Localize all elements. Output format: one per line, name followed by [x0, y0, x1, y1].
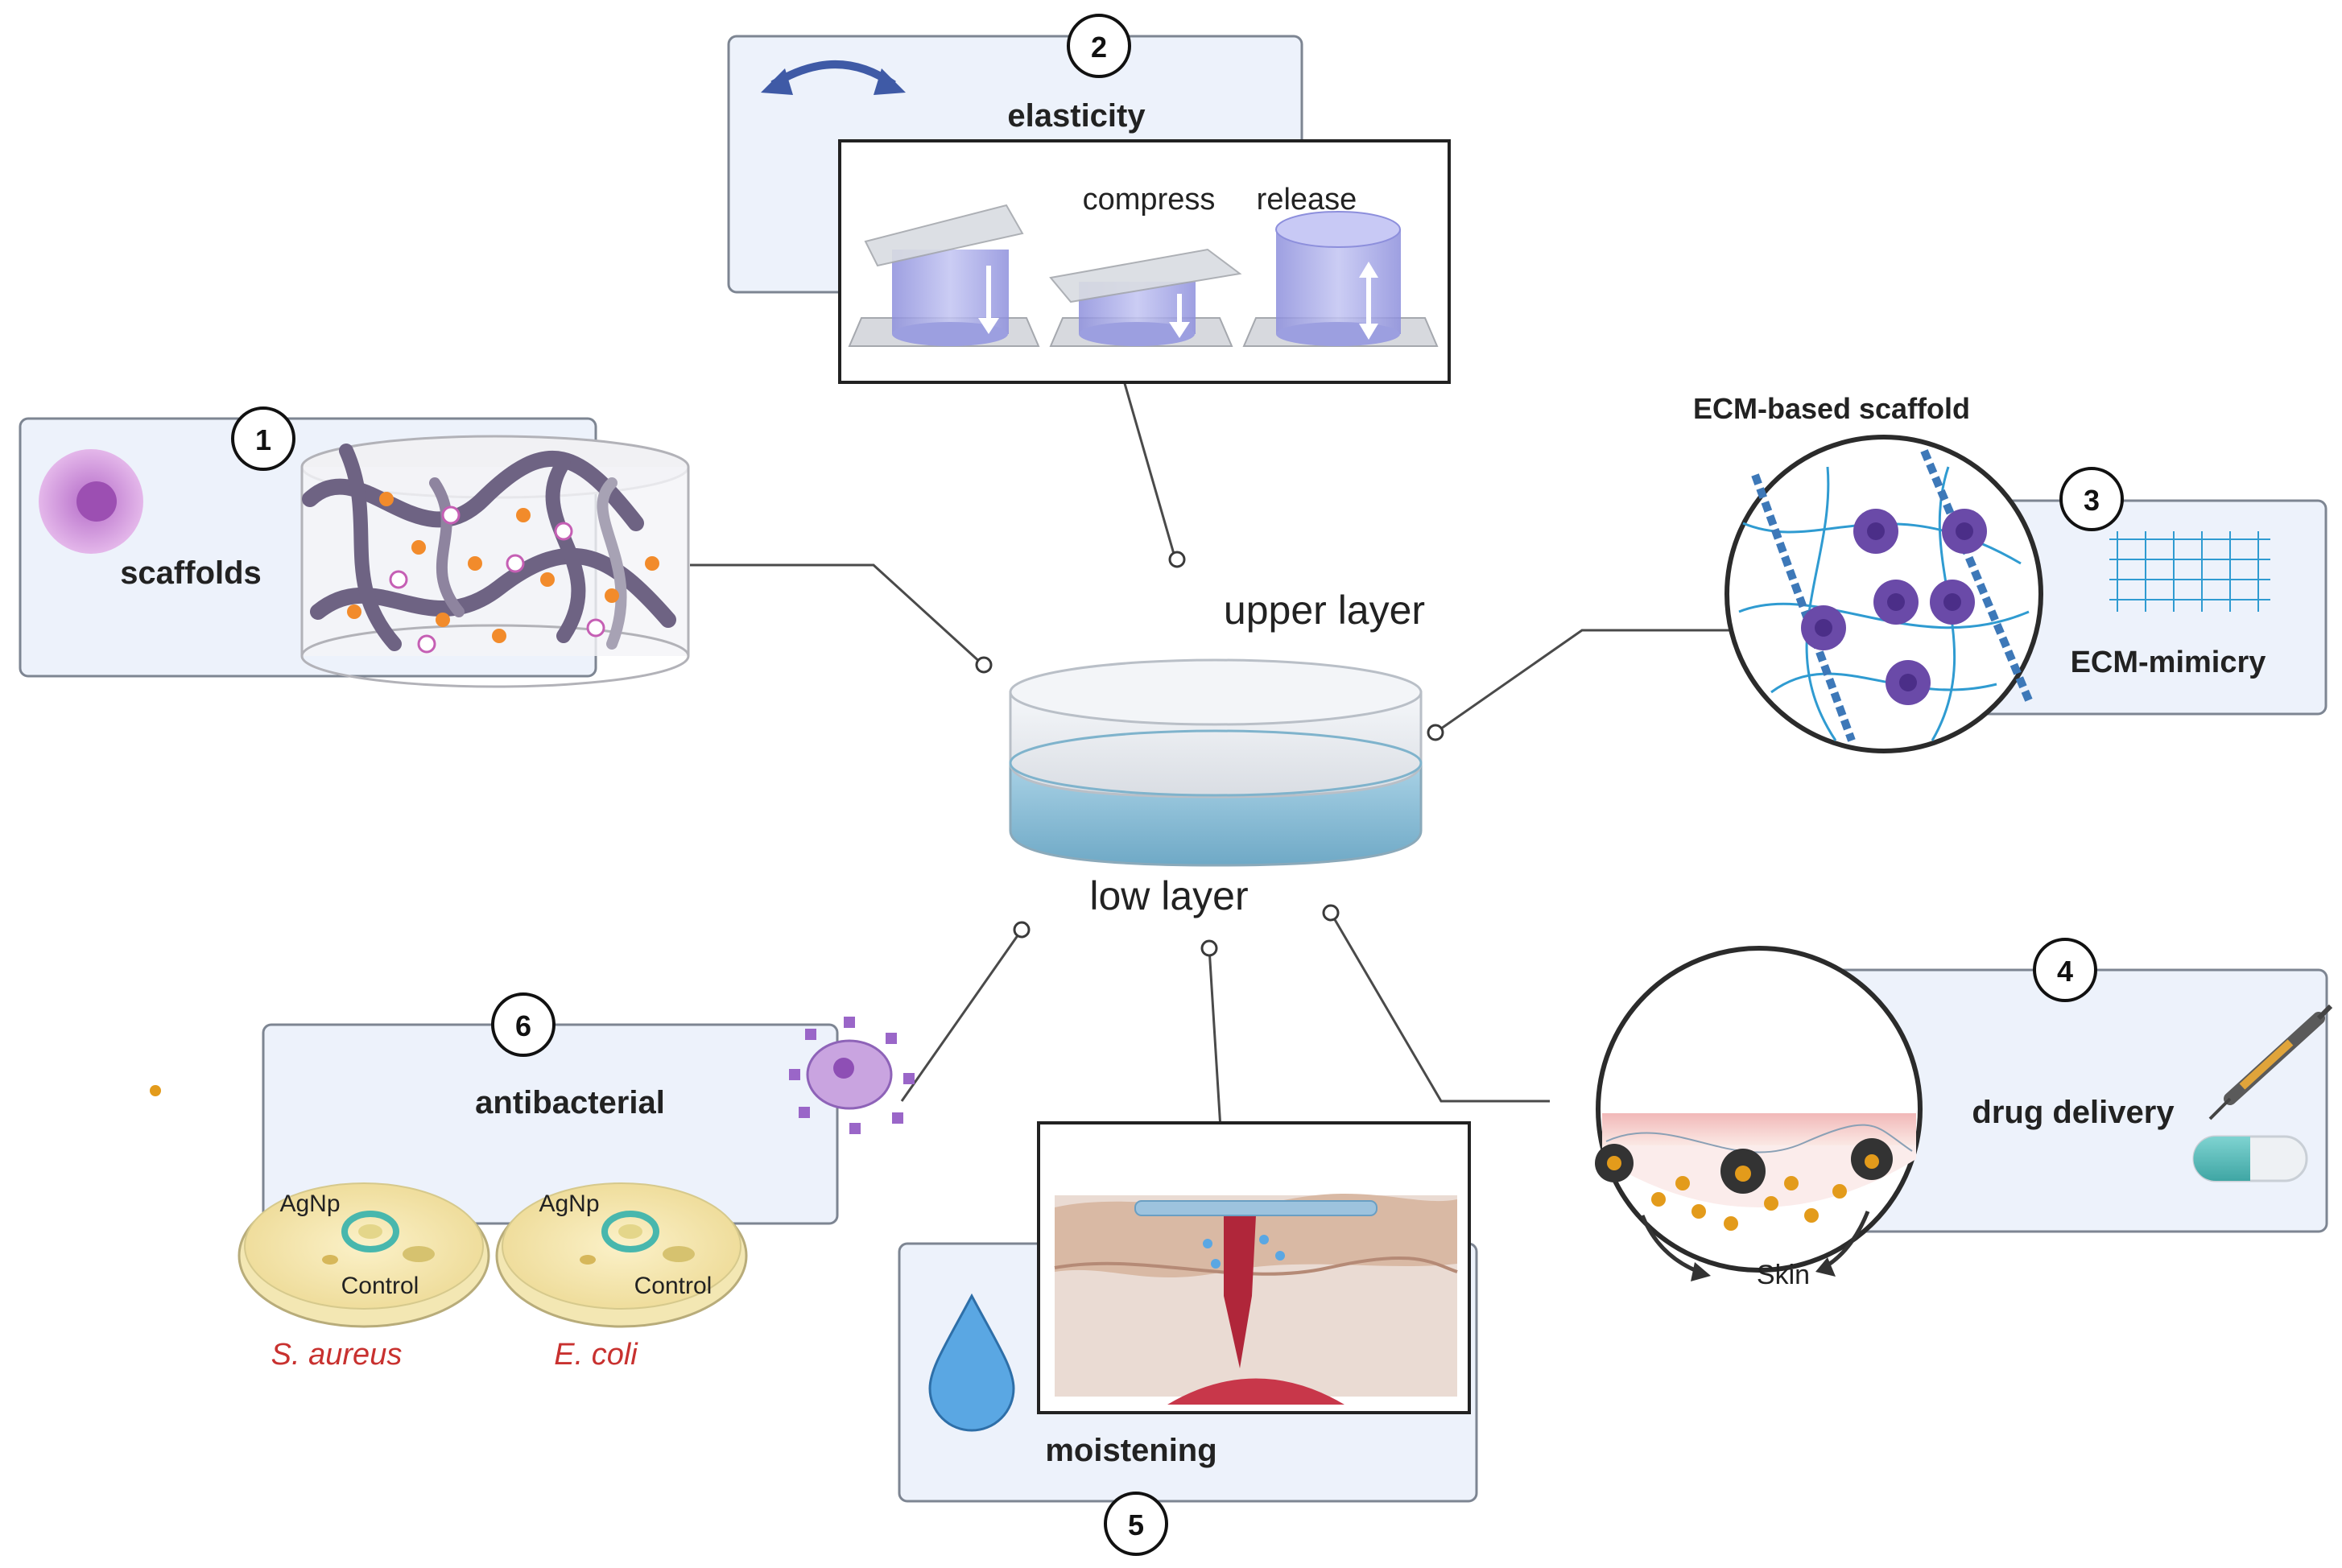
number-badge-4 [2033, 938, 2097, 1002]
connector-dot-drug [1322, 904, 1340, 922]
number-badge-6 [491, 992, 556, 1057]
control-label-1: Control [341, 1273, 419, 1299]
upper-layer-label: upper layer [1224, 588, 1425, 633]
mesh-icon [2109, 531, 2270, 612]
cell-nucleus-icon [76, 481, 117, 522]
water-drop-icon [928, 1293, 1015, 1432]
connector-dot-elasticity [1168, 551, 1186, 568]
number-2: 2 [1091, 31, 1107, 64]
hydrogel-interface [1009, 729, 1423, 797]
skin-label: Skin [1757, 1260, 1810, 1290]
arrow-head-right [874, 68, 906, 95]
agnp-label-2: AgNp [539, 1190, 599, 1217]
petri-dish-ecoli [495, 1182, 748, 1328]
cylinder-pressed-icon [848, 204, 1040, 347]
agnp-label-1: AgNp [279, 1190, 340, 1217]
connector-antibacterial [900, 931, 1022, 1102]
connector-ecm [1435, 629, 1731, 734]
stray-dot [150, 1085, 161, 1096]
number-5: 5 [1128, 1508, 1144, 1541]
skin-magnifier-icon [1595, 946, 1923, 1281]
ecm-title: ECM-based scaffold [1693, 392, 1970, 425]
connector-drug-delivery [1329, 912, 1550, 1103]
number-badge-1 [231, 406, 295, 471]
low-layer-label: low layer [1089, 873, 1248, 918]
connector-dot-antibacterial [1013, 921, 1031, 939]
arrow-head-left [761, 68, 793, 95]
number-badge-3 [2059, 467, 2124, 531]
scaffold-cylinder-icon [300, 435, 690, 688]
connector-dot-ecm [1427, 724, 1444, 741]
panel-elasticity: elasticity compress release [727, 14, 1451, 384]
panel-moistening: moistening 5 [898, 1121, 1478, 1556]
number-1: 1 [255, 423, 271, 456]
number-6: 6 [515, 1009, 531, 1042]
species-saureus: S. aureus [271, 1338, 403, 1372]
wound-illustration [1037, 1121, 1471, 1414]
release-label: release [1257, 183, 1357, 217]
syringe-icon [2208, 1004, 2333, 1120]
antibacterial-label: antibacterial [475, 1085, 665, 1120]
connector-dot-scaffolds [975, 656, 993, 674]
cylinder-compressed-icon [1049, 248, 1242, 347]
petri-dish-saureus [238, 1182, 490, 1328]
panel-drug-delivery: drug delivery Skin [1595, 938, 2333, 1290]
species-ecoli: E. coli [554, 1338, 638, 1372]
number-3: 3 [2084, 484, 2100, 517]
cylinder-released-icon [1242, 211, 1439, 347]
connector-dot-moist [1200, 939, 1218, 957]
panel-antibacterial: antibacterial AgNp Control AgNp [150, 992, 915, 1372]
drug-delivery-label: drug delivery [1972, 1095, 2175, 1130]
number-badge-5 [1104, 1492, 1168, 1556]
scaffolds-label: scaffolds [120, 555, 262, 591]
moistening-label: moistening [1045, 1433, 1216, 1468]
connector-scaffolds [690, 563, 984, 666]
connector-lines [690, 380, 1731, 1129]
ecm-magnifier-icon [1724, 435, 2043, 753]
ecm-mimicry-label: ECM-mimicry [2071, 646, 2266, 679]
control-label-2: Control [634, 1273, 713, 1299]
hydrogel-top-surface [1009, 658, 1423, 726]
compress-label: compress [1083, 183, 1216, 217]
number-badge-2 [1067, 14, 1131, 78]
center-hydrogel: upper layer low layer [1009, 588, 1425, 918]
connector-elasticity [1122, 380, 1177, 560]
number-4: 4 [2057, 955, 2073, 988]
panel-ecm: ECM-based scaffold ECM-mimicry 3 [1693, 392, 2328, 753]
elasticity-label: elasticity [1007, 98, 1146, 134]
bacterium-icon [789, 1017, 915, 1134]
pill-icon [2192, 1135, 2308, 1182]
panel-scaffolds: scaffolds 1 [19, 406, 690, 688]
connector-moistening [1208, 947, 1222, 1129]
